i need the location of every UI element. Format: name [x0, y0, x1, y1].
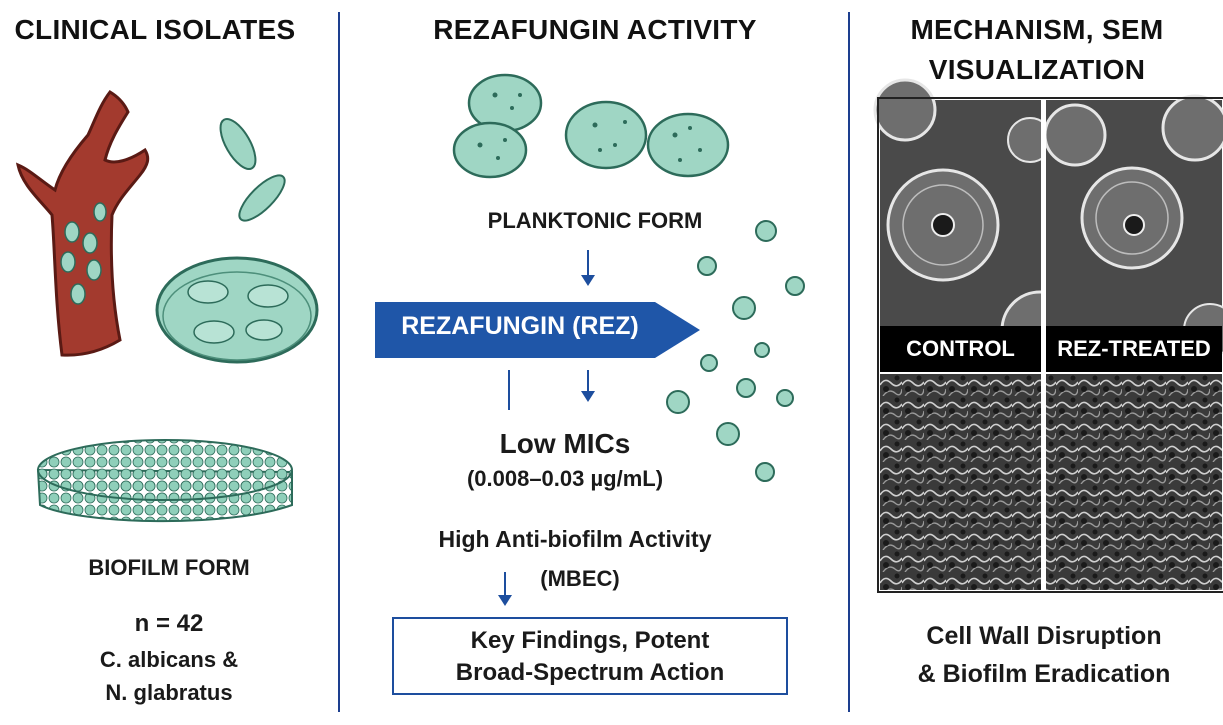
small-cell-icon — [754, 342, 770, 358]
arrow-planktonic-to-drug — [581, 250, 595, 286]
planktonic-cell-icon — [564, 100, 648, 170]
elongated-cell-icon — [238, 174, 286, 222]
sem-bottom-control — [880, 374, 1041, 590]
biofilm-slab-icon — [36, 439, 293, 523]
clinical-isolates-illustration — [15, 90, 319, 523]
small-cell-icon — [697, 256, 717, 276]
sem-top-control — [873, 78, 1080, 370]
key-findings-line-2: Broad-Spectrum Action — [455, 659, 725, 686]
mbec-label: (MBEC) — [540, 566, 620, 591]
rezafungin-banner-label: REZAFUNGIN (REZ) — [401, 312, 639, 340]
planktonic-cell-icon — [467, 73, 543, 133]
small-cell-icon — [776, 389, 794, 407]
mechanism-caption-line-2: & Biofilm Eradication — [917, 660, 1171, 688]
rez-treated-label: REZ-TREATED — [1046, 326, 1222, 372]
sem-top-treated — [1043, 94, 1223, 357]
mechanism-heading-line-2: VISUALIZATION — [928, 54, 1146, 85]
small-cell-icon — [732, 296, 756, 320]
mic-range: (0.008–0.03 µg/mL) — [466, 466, 664, 491]
elongated-cell-icon — [219, 118, 257, 170]
planktonic-form-label: PLANKTONIC FORM — [487, 208, 703, 233]
mechanism-heading-line-1: MECHANISM, SEM — [910, 14, 1164, 45]
key-findings-line-1: Key Findings, Potent — [470, 627, 710, 654]
arrow-drug-to-mic — [581, 370, 595, 402]
arrow-to-findings — [498, 572, 512, 606]
sem-bottom-treated — [1046, 374, 1222, 590]
control-label: CONTROL — [880, 326, 1041, 372]
biofilm-form-label: BIOFILM FORM — [88, 555, 250, 580]
species-line-2: N. glabratus — [105, 680, 233, 705]
small-cell-icon — [785, 276, 805, 296]
large-cell-icon — [155, 256, 319, 364]
rezafungin-activity-heading: REZAFUNGIN ACTIVITY — [433, 14, 757, 45]
anti-biofilm-activity-label: High Anti-biofilm Activity — [438, 526, 712, 552]
hyphae-tissue-icon — [15, 90, 150, 357]
mic-title: Low MICs — [499, 428, 631, 459]
vertical-line-left — [508, 370, 510, 410]
clinical-isolates-heading: CLINICAL ISOLATES — [14, 14, 296, 45]
small-cell-icon — [700, 354, 718, 372]
column-divider-right — [848, 12, 850, 712]
sample-count: n = 42 — [134, 610, 204, 637]
mechanism-caption-line-1: Cell Wall Disruption — [926, 622, 1162, 650]
small-cell-icon — [736, 378, 756, 398]
column-divider-left — [338, 12, 340, 712]
small-cell-icon — [755, 462, 775, 482]
planktonic-cell-icon — [452, 121, 528, 179]
species-line-1: C. albicans & — [99, 647, 239, 672]
key-findings-box: Key Findings, Potent Broad-Spectrum Acti… — [392, 617, 788, 695]
planktonic-cell-icon — [646, 112, 730, 178]
small-cell-icon — [666, 390, 690, 414]
